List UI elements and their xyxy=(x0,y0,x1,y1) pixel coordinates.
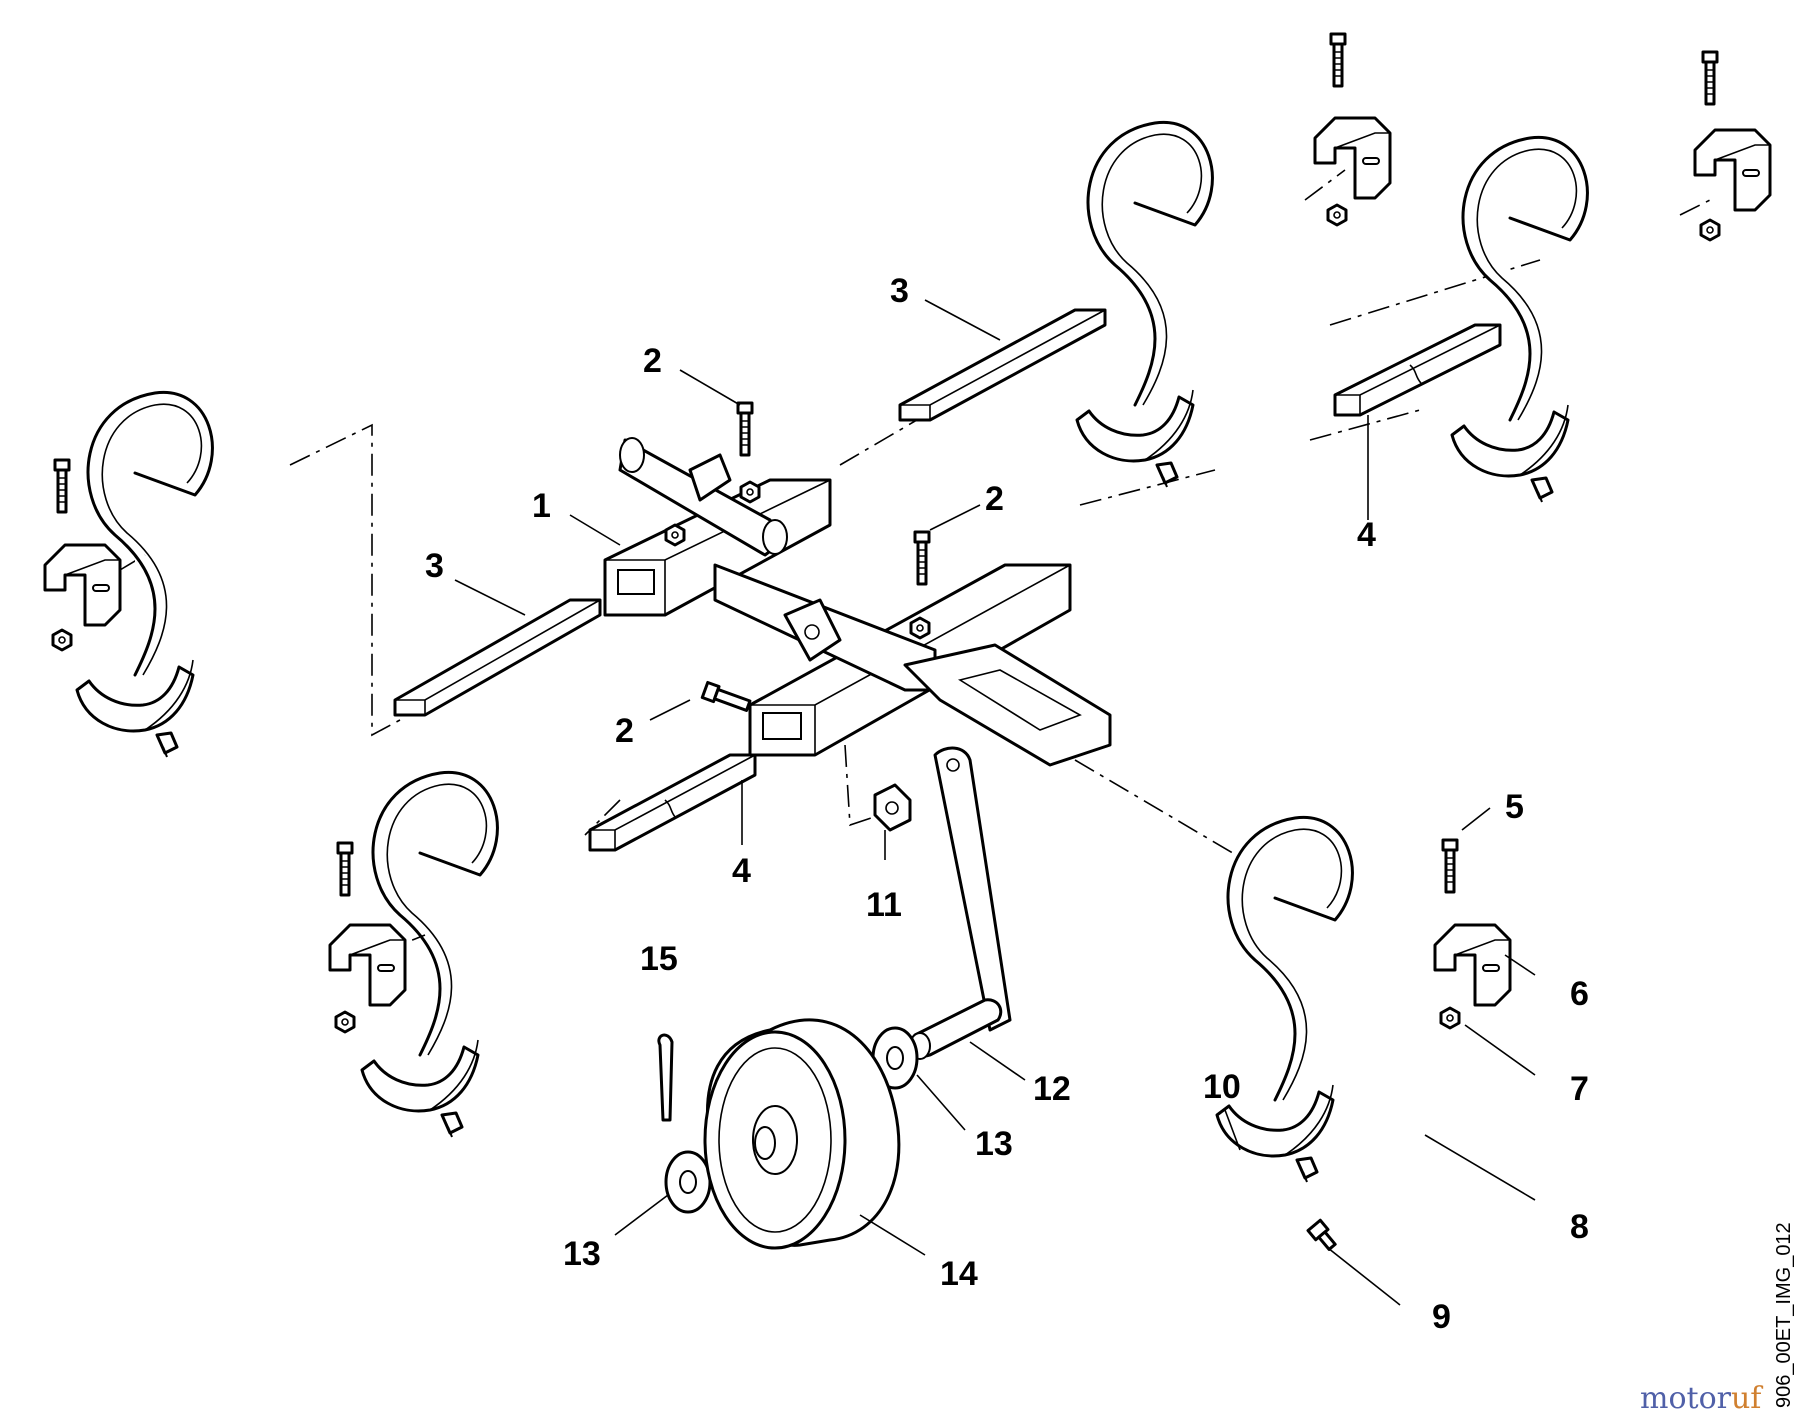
nut-left xyxy=(51,628,73,652)
watermark-part1: motor xyxy=(1640,1381,1732,1416)
bolt-top-center xyxy=(1329,32,1347,88)
clamp-top-right xyxy=(1693,128,1772,212)
assembly-line-far-right xyxy=(1329,199,1711,326)
spring-tine-lower-right xyxy=(1215,815,1354,1184)
assembly-line-center xyxy=(1079,409,1421,506)
assembly-line-left xyxy=(289,423,401,737)
callout-13-right: 13 xyxy=(975,1125,1013,1163)
callout-12: 12 xyxy=(1033,1070,1071,1108)
spacer-bar-4-right xyxy=(1333,323,1502,417)
clamp-left xyxy=(43,543,122,627)
callout-7: 7 xyxy=(1570,1070,1589,1108)
clamp-top-center xyxy=(1313,116,1392,200)
watermark-part2: uf xyxy=(1731,1381,1763,1416)
image-code: 906_00ET_IMG_012 xyxy=(1773,1222,1795,1408)
leader-lines xyxy=(454,299,1536,1306)
bolt-2-top xyxy=(736,401,754,457)
callout-8: 8 xyxy=(1570,1208,1589,1246)
nut-lower-left xyxy=(334,1010,356,1034)
callout-2-top: 2 xyxy=(643,342,662,380)
callout-labels: 1 2 2 2 3 3 4 4 5 6 7 8 9 10 11 12 13 13… xyxy=(425,272,1589,1336)
callout-3-left: 3 xyxy=(425,547,444,585)
bolt-top-right xyxy=(1701,50,1719,106)
nut-top-center xyxy=(1326,203,1348,227)
clamp-lower-left xyxy=(328,923,407,1007)
washer-13-left xyxy=(664,1150,712,1214)
assembly-line-clamp-left xyxy=(119,554,146,571)
nut-7 xyxy=(1439,1006,1461,1030)
spacer-bar-4-left xyxy=(588,753,757,852)
main-frame xyxy=(603,437,1112,767)
clamp-6 xyxy=(1433,923,1512,1007)
assembly-line-top-right-2 xyxy=(1304,169,1346,201)
bolt-9 xyxy=(1306,1218,1337,1251)
spring-tine-top-right xyxy=(1450,135,1589,504)
wheel-arm-12 xyxy=(909,746,1012,1060)
spring-tine-top-center xyxy=(1075,120,1214,489)
callout-11: 11 xyxy=(866,886,902,924)
callout-6: 6 xyxy=(1570,975,1589,1013)
nut-top-right xyxy=(1699,218,1721,242)
bolt-2-side xyxy=(700,680,752,712)
callout-2-left: 2 xyxy=(615,712,634,750)
bolt-lower-left xyxy=(336,841,354,897)
callout-2-right: 2 xyxy=(985,480,1004,518)
bolt-left xyxy=(53,458,71,514)
callout-4-right: 4 xyxy=(1357,516,1376,554)
callout-3-right: 3 xyxy=(890,272,909,310)
callout-1: 1 xyxy=(532,487,551,525)
watermark-logo: motoruf xyxy=(1640,1381,1763,1416)
wheel-14 xyxy=(703,1018,901,1250)
cotter-pin xyxy=(657,1033,674,1122)
callout-5: 5 xyxy=(1505,788,1524,826)
bolt-5 xyxy=(1441,838,1459,894)
callout-9: 9 xyxy=(1432,1298,1451,1336)
callout-13-left: 13 xyxy=(563,1235,601,1273)
square-nut-11 xyxy=(873,783,912,832)
callout-15: 15 xyxy=(640,940,678,978)
callout-4-left: 4 xyxy=(732,852,751,890)
bolt-2-center xyxy=(913,530,931,586)
callout-14: 14 xyxy=(940,1255,978,1293)
callout-10: 10 xyxy=(1203,1068,1241,1106)
